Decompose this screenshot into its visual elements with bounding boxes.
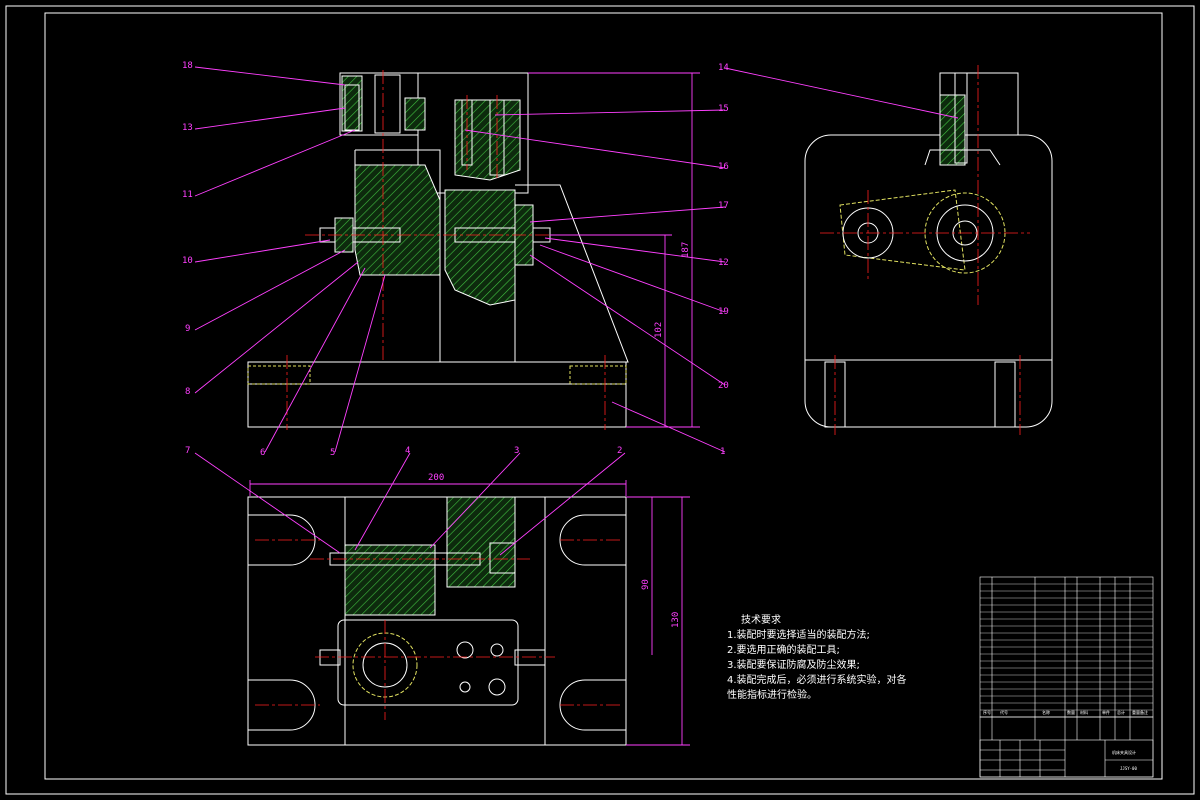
callout-6: 6 bbox=[260, 448, 265, 458]
parts-list-header-cell: 数量 bbox=[1067, 709, 1075, 715]
callout-16: 16 bbox=[718, 162, 729, 172]
parts-list-header-cell: 名称 bbox=[1042, 709, 1050, 715]
parts-list-rows bbox=[980, 583, 1153, 711]
title-block-text: 机床夹具设计 JJSY-00 bbox=[1112, 749, 1137, 771]
title-block bbox=[979, 716, 1154, 778]
dimension-200: 200 bbox=[428, 473, 444, 483]
parts-list bbox=[979, 576, 1154, 740]
callout-18: 18 bbox=[182, 61, 193, 71]
callout-19: 19 bbox=[718, 307, 729, 317]
callout-10: 10 bbox=[182, 256, 193, 266]
callout-17: 17 bbox=[718, 201, 729, 211]
technical-requirements: 技术要求 1.装配时要选择适当的装配方法; 2.要选用正确的装配工具; 3.装配… bbox=[727, 613, 907, 703]
front-view bbox=[247, 72, 629, 428]
parts-list-header-cell: 单件 bbox=[1102, 709, 1110, 715]
callout-9: 9 bbox=[185, 324, 190, 334]
callout-labels: 18 13 11 10 9 8 6 5 15 16 17 12 19 20 1 … bbox=[182, 61, 729, 458]
callout-15: 15 bbox=[718, 104, 729, 114]
callout-20: 20 bbox=[718, 381, 729, 391]
parts-list-header-cell: 重量 bbox=[1132, 709, 1140, 715]
callout-3: 3 bbox=[514, 446, 519, 456]
front-view-centerlines bbox=[286, 70, 606, 430]
requirement-item: 1.装配时要选择适当的装配方法; bbox=[727, 630, 870, 641]
dimension-90: 90 bbox=[641, 579, 651, 590]
top-view-centerlines bbox=[255, 539, 620, 720]
parts-list-header-cell: 材料 bbox=[1080, 709, 1088, 715]
requirement-item: 4.装配完成后，必须进行系统实验，对各 bbox=[727, 675, 907, 686]
parts-list-header-cell: 总计 bbox=[1117, 709, 1125, 715]
dimension-187: 187 bbox=[681, 242, 691, 258]
callout-7: 7 bbox=[185, 446, 190, 456]
inner-frame bbox=[44, 12, 1163, 780]
parts-list-header-cell: 备注 bbox=[1140, 709, 1148, 715]
outer-border bbox=[5, 5, 1195, 795]
parts-list-header-cell: 代号 bbox=[1000, 709, 1008, 715]
dimension-labels: 200 90 130 187 102 bbox=[428, 242, 691, 628]
requirement-item: 性能指标进行检验。 bbox=[727, 690, 817, 701]
parts-list-header-cell: 序号 bbox=[983, 709, 991, 715]
side-view bbox=[804, 72, 1053, 428]
side-view-centerlines bbox=[820, 65, 1030, 435]
callout-1: 1 bbox=[720, 447, 725, 457]
dimension-130: 130 bbox=[671, 612, 681, 628]
callout-14: 14 bbox=[718, 63, 729, 73]
top-view bbox=[247, 496, 627, 746]
requirement-item: 3.装配要保证防腐及防尘效果; bbox=[727, 660, 860, 671]
requirement-item: 2.要选用正确的装配工具; bbox=[727, 645, 840, 656]
leader-lines bbox=[194, 66, 959, 746]
callout-13: 13 bbox=[182, 123, 193, 133]
drawing-number: JJSY-00 bbox=[1120, 766, 1137, 771]
dimension-102: 102 bbox=[654, 322, 664, 338]
callout-2: 2 bbox=[617, 446, 622, 456]
callout-12: 12 bbox=[718, 258, 729, 268]
callout-11: 11 bbox=[182, 190, 193, 200]
callout-5: 5 bbox=[330, 448, 335, 458]
callout-4: 4 bbox=[405, 446, 410, 456]
drawing-title: 机床夹具设计 bbox=[1112, 749, 1136, 755]
callout-8: 8 bbox=[185, 387, 190, 397]
technical-requirements-title: 技术要求 bbox=[741, 615, 781, 626]
parts-list-header: 序号 代号 名称 数量材料 单件 总计 重量备注 bbox=[983, 709, 1148, 715]
